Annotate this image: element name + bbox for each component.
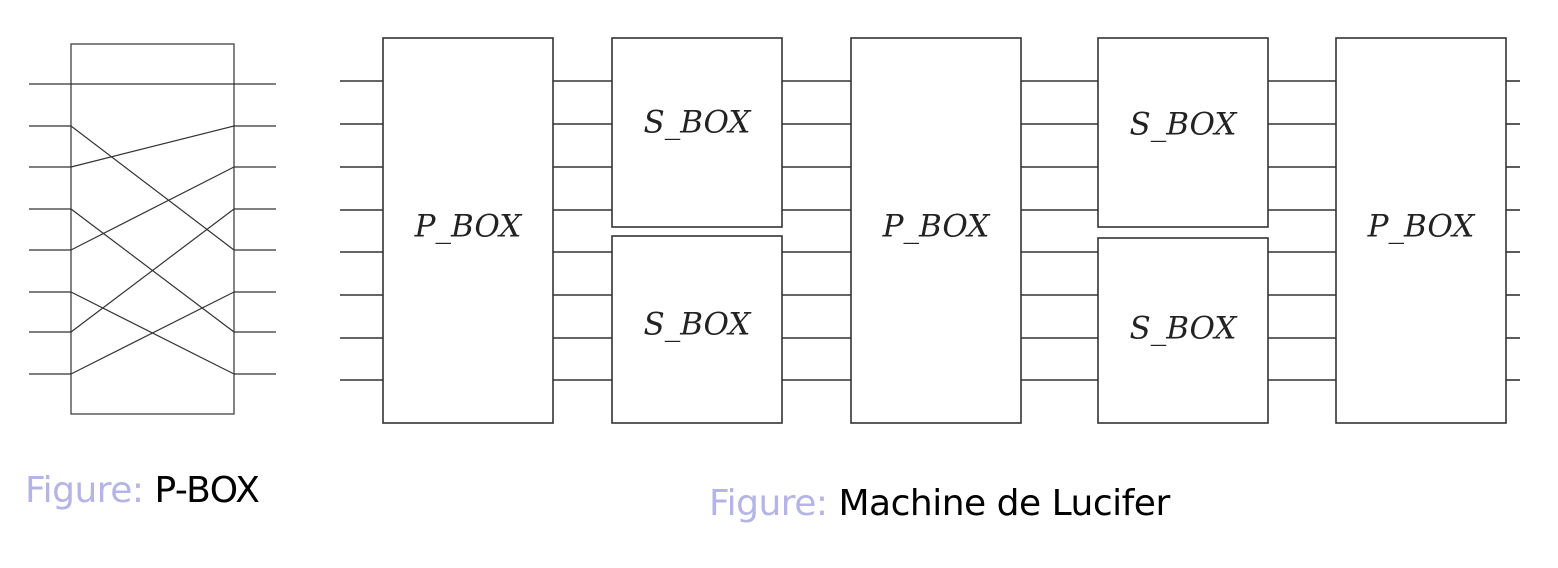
pbox-caption: Figure: P-BOX [25, 470, 260, 511]
s-box-stage-2: S_BOX S_BOX [1097, 37, 1269, 424]
pbox-permutation-line-8 [70, 291, 235, 375]
pbox-outline [70, 43, 235, 415]
s-box-1-bottom-label: S_BOX [643, 307, 752, 343]
pbox-input-wires [29, 83, 71, 375]
pbox-figure [29, 43, 276, 415]
p-box-2-label: P_BOX [882, 209, 992, 245]
p-box-stage-2: P_BOX [850, 37, 1022, 424]
s-box-2-top-label: S_BOX [1129, 107, 1238, 143]
s-box-2-top [1097, 37, 1269, 228]
lucifer-caption: Figure: Machine de Lucifer [709, 483, 1170, 524]
lucifer-wires [340, 80, 1520, 381]
s-box-2-bottom [1097, 237, 1269, 424]
p-box-2 [850, 37, 1022, 424]
p-box-stage-3: P_BOX [1335, 37, 1507, 424]
pbox-permutation-line-2 [70, 125, 235, 251]
lucifer-caption-prefix: Figure: [709, 483, 828, 524]
p-box-3 [1335, 37, 1507, 424]
pbox-output-wires [234, 83, 276, 375]
s-box-stage-1: S_BOX S_BOX [611, 37, 783, 424]
p-box-3-label: P_BOX [1367, 209, 1477, 245]
s-box-2-bottom-label: S_BOX [1129, 311, 1238, 347]
lucifer-caption-text: Machine de Lucifer [838, 483, 1171, 524]
lucifer-figure: P_BOX S_BOX S_BOX P_BOX S_BOX S_BOX P_BO… [340, 37, 1520, 424]
pbox-permutation-line-3 [70, 125, 235, 168]
pbox-permutation-line-5 [70, 166, 235, 251]
p-box-1 [382, 37, 554, 424]
s-box-1-bottom [611, 235, 783, 424]
s-box-1-top [611, 37, 783, 228]
pbox-permutation-line-7 [70, 208, 235, 333]
p-box-1-label: P_BOX [414, 209, 524, 245]
pbox-caption-text: P-BOX [154, 470, 260, 511]
s-box-1-top-label: S_BOX [643, 105, 752, 141]
p-box-stage-1: P_BOX [382, 37, 554, 424]
pbox-permutation-lines [70, 83, 235, 375]
pbox-caption-prefix: Figure: [25, 470, 144, 511]
